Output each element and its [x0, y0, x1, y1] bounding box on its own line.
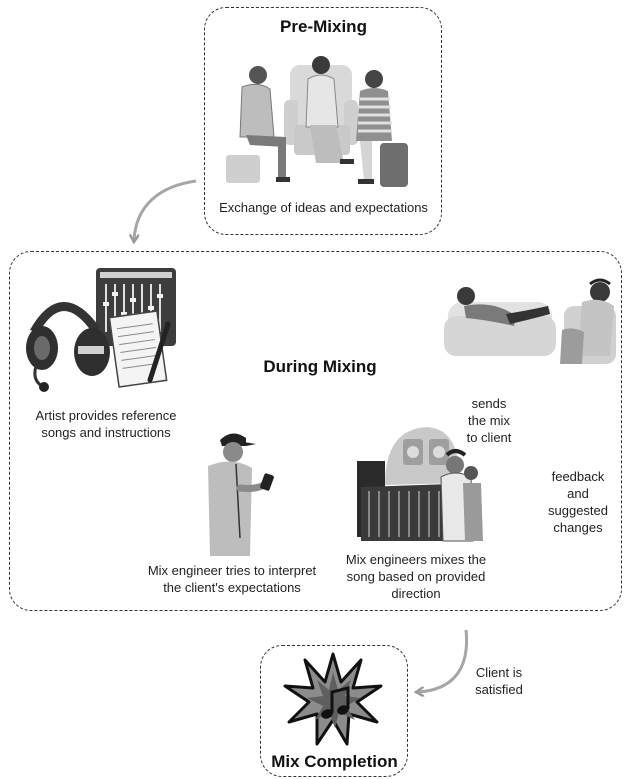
during-mixing-title: During Mixing [263, 357, 377, 376]
mixing-console-illustration [357, 427, 483, 542]
mix-completion-title: Mix Completion [271, 752, 398, 771]
satisfied-line1: Client is [475, 665, 523, 680]
engineer-caption-line2: the client's expectations [163, 580, 301, 595]
sends-line1: sends [471, 396, 507, 411]
arrow-to-completion [418, 629, 469, 692]
headphones-notes-illustration [26, 268, 176, 392]
music-burst-icon [283, 652, 383, 746]
sends-line2: the mix [468, 413, 510, 428]
arrow-premix-to-during [134, 179, 197, 240]
engineer-caption-line1: Mix engineer tries to interpret [147, 563, 317, 578]
mix-engineer-illustration [208, 433, 274, 556]
feedback-line4: changes [553, 520, 603, 535]
feedback-line3: suggested [548, 503, 608, 518]
pre-mixing-caption: Exchange of ideas and expectations [219, 200, 428, 215]
pre-mixing-title: Pre-Mixing [280, 17, 367, 36]
mixes-caption-line2: song based on provided [346, 569, 486, 584]
mixes-caption-line1: Mix engineers mixes the [345, 552, 487, 567]
feedback-line2: and [567, 486, 589, 501]
clients-listening-illustration [444, 278, 616, 364]
discussion-group-illustration [226, 56, 408, 187]
satisfied-line2: satisfied [475, 682, 523, 697]
sends-line3: to client [466, 430, 512, 445]
artist-caption-line2: songs and instructions [41, 425, 171, 440]
artist-caption-line1: Artist provides reference [35, 408, 177, 423]
feedback-line1: feedback [551, 469, 605, 484]
mixes-caption-line3: direction [391, 586, 441, 601]
